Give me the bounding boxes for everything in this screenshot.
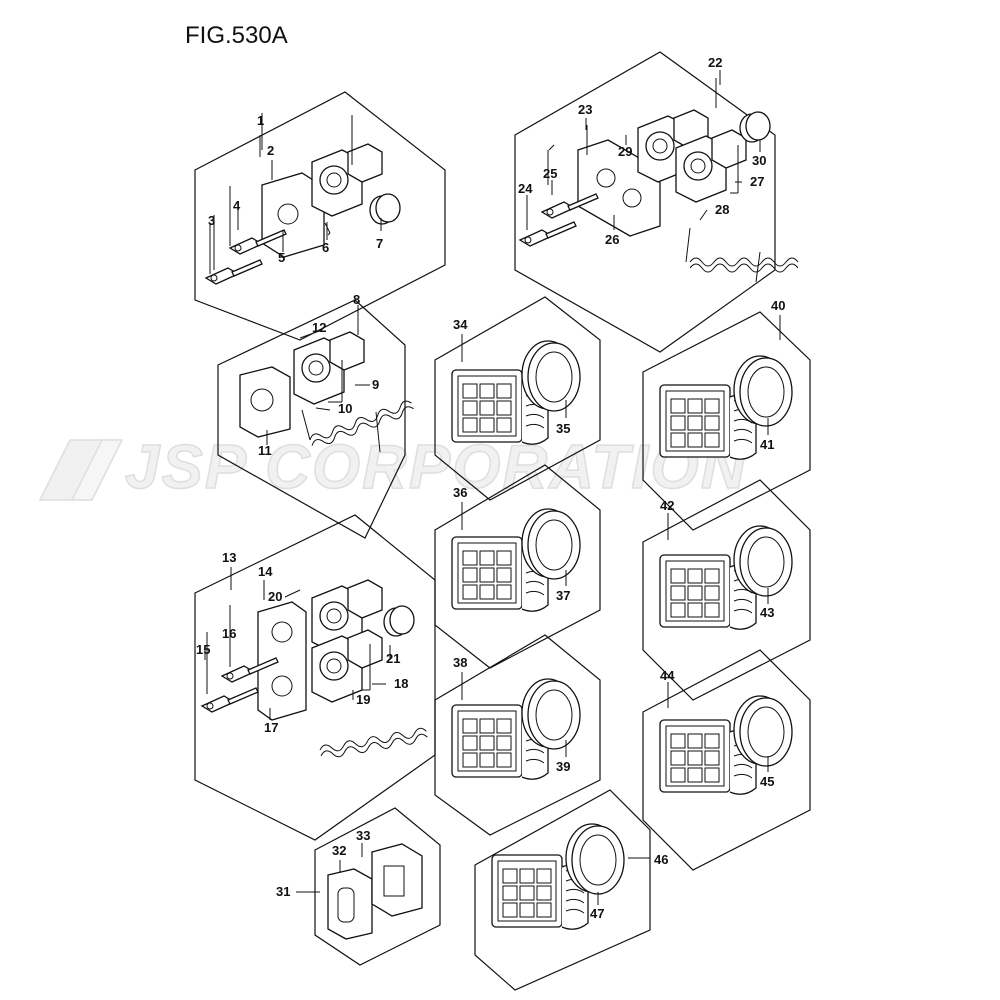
part-label: 38 [453,655,467,670]
group-38-keypad [434,634,601,836]
leader-lines [204,70,781,905]
part-label: 11 [258,443,272,458]
group-40-keypad [642,311,811,531]
part-label: 6 [322,240,329,255]
part-label: 40 [771,298,785,313]
part-label: 44 [660,668,675,683]
part-label: 26 [605,232,619,247]
watermark-logo-stripe-icon [70,439,124,501]
group-8-kill-switch [217,299,416,539]
part-label: 27 [750,174,764,189]
part-label: 45 [760,774,774,789]
group-42-keypad [642,479,811,701]
part-label: 8 [353,292,360,307]
part-label: 2 [267,143,274,158]
part-label: 37 [556,588,570,603]
part-label: 20 [268,589,282,604]
part-label: 34 [453,317,468,332]
part-label: 36 [453,485,467,500]
part-label: 24 [518,181,533,196]
part-labels: 1 2 3 4 5 6 7 8 9 10 11 12 13 14 15 16 1… [196,55,785,921]
part-label: 30 [752,153,766,168]
part-label: 4 [233,198,241,213]
part-label: 33 [356,828,370,843]
part-label: 12 [312,320,326,335]
part-label: 7 [376,236,383,251]
part-label: 23 [578,102,592,117]
part-label: 9 [372,377,379,392]
group-36-keypad [434,464,601,669]
part-label: 15 [196,642,210,657]
part-label: 5 [278,250,285,265]
part-label: 31 [276,884,290,899]
part-label: 10 [338,401,352,416]
part-label: 18 [394,676,408,691]
part-label: 46 [654,852,668,867]
part-label: 25 [543,166,557,181]
group-34-keypad [434,296,601,501]
group-46-keypad [474,789,651,991]
part-label: 21 [386,651,400,666]
part-label: 32 [332,843,346,858]
group-31-switch-cover [314,807,441,966]
part-label: 47 [590,906,604,921]
part-label: 22 [708,55,722,70]
part-label: 1 [257,113,264,128]
part-label: 28 [715,202,729,217]
group-44-keypad [642,649,811,871]
part-label: 42 [660,498,674,513]
part-label: 39 [556,759,570,774]
figure-title: FIG.530A [185,22,288,49]
part-label: 41 [760,437,774,452]
part-label: 43 [760,605,774,620]
part-label: 29 [618,144,632,159]
part-label: 16 [222,626,236,641]
part-label: 19 [356,692,370,707]
part-label: 13 [222,550,236,565]
part-label: 3 [208,213,215,228]
part-label: 35 [556,421,570,436]
group-1-ignition-switch [194,91,446,341]
group-22-dual-ignition-switch [514,51,799,353]
part-label: 17 [264,720,278,735]
part-label: 14 [258,564,273,579]
